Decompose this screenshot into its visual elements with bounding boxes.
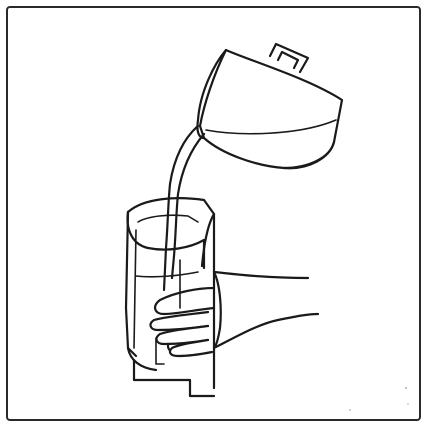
arm-top — [214, 272, 308, 278]
pitcher-icon — [197, 44, 342, 168]
arm-bottom — [214, 314, 318, 348]
pour-water-illustration — [8, 8, 421, 421]
hand-icon — [151, 272, 318, 356]
tank-base — [134, 360, 214, 396]
speck-marks — [349, 387, 409, 411]
tank-rim-back — [128, 198, 214, 266]
tank-water-level — [136, 272, 198, 277]
thumb — [155, 288, 214, 314]
pitcher-body — [200, 50, 342, 168]
pitcher-handle — [270, 44, 308, 72]
illustration-frame — [6, 6, 421, 421]
tank-left-inner — [134, 230, 136, 348]
water-stream-icon — [164, 126, 204, 290]
water-tank-icon — [126, 198, 214, 396]
pitcher-handle-inner — [278, 52, 298, 68]
